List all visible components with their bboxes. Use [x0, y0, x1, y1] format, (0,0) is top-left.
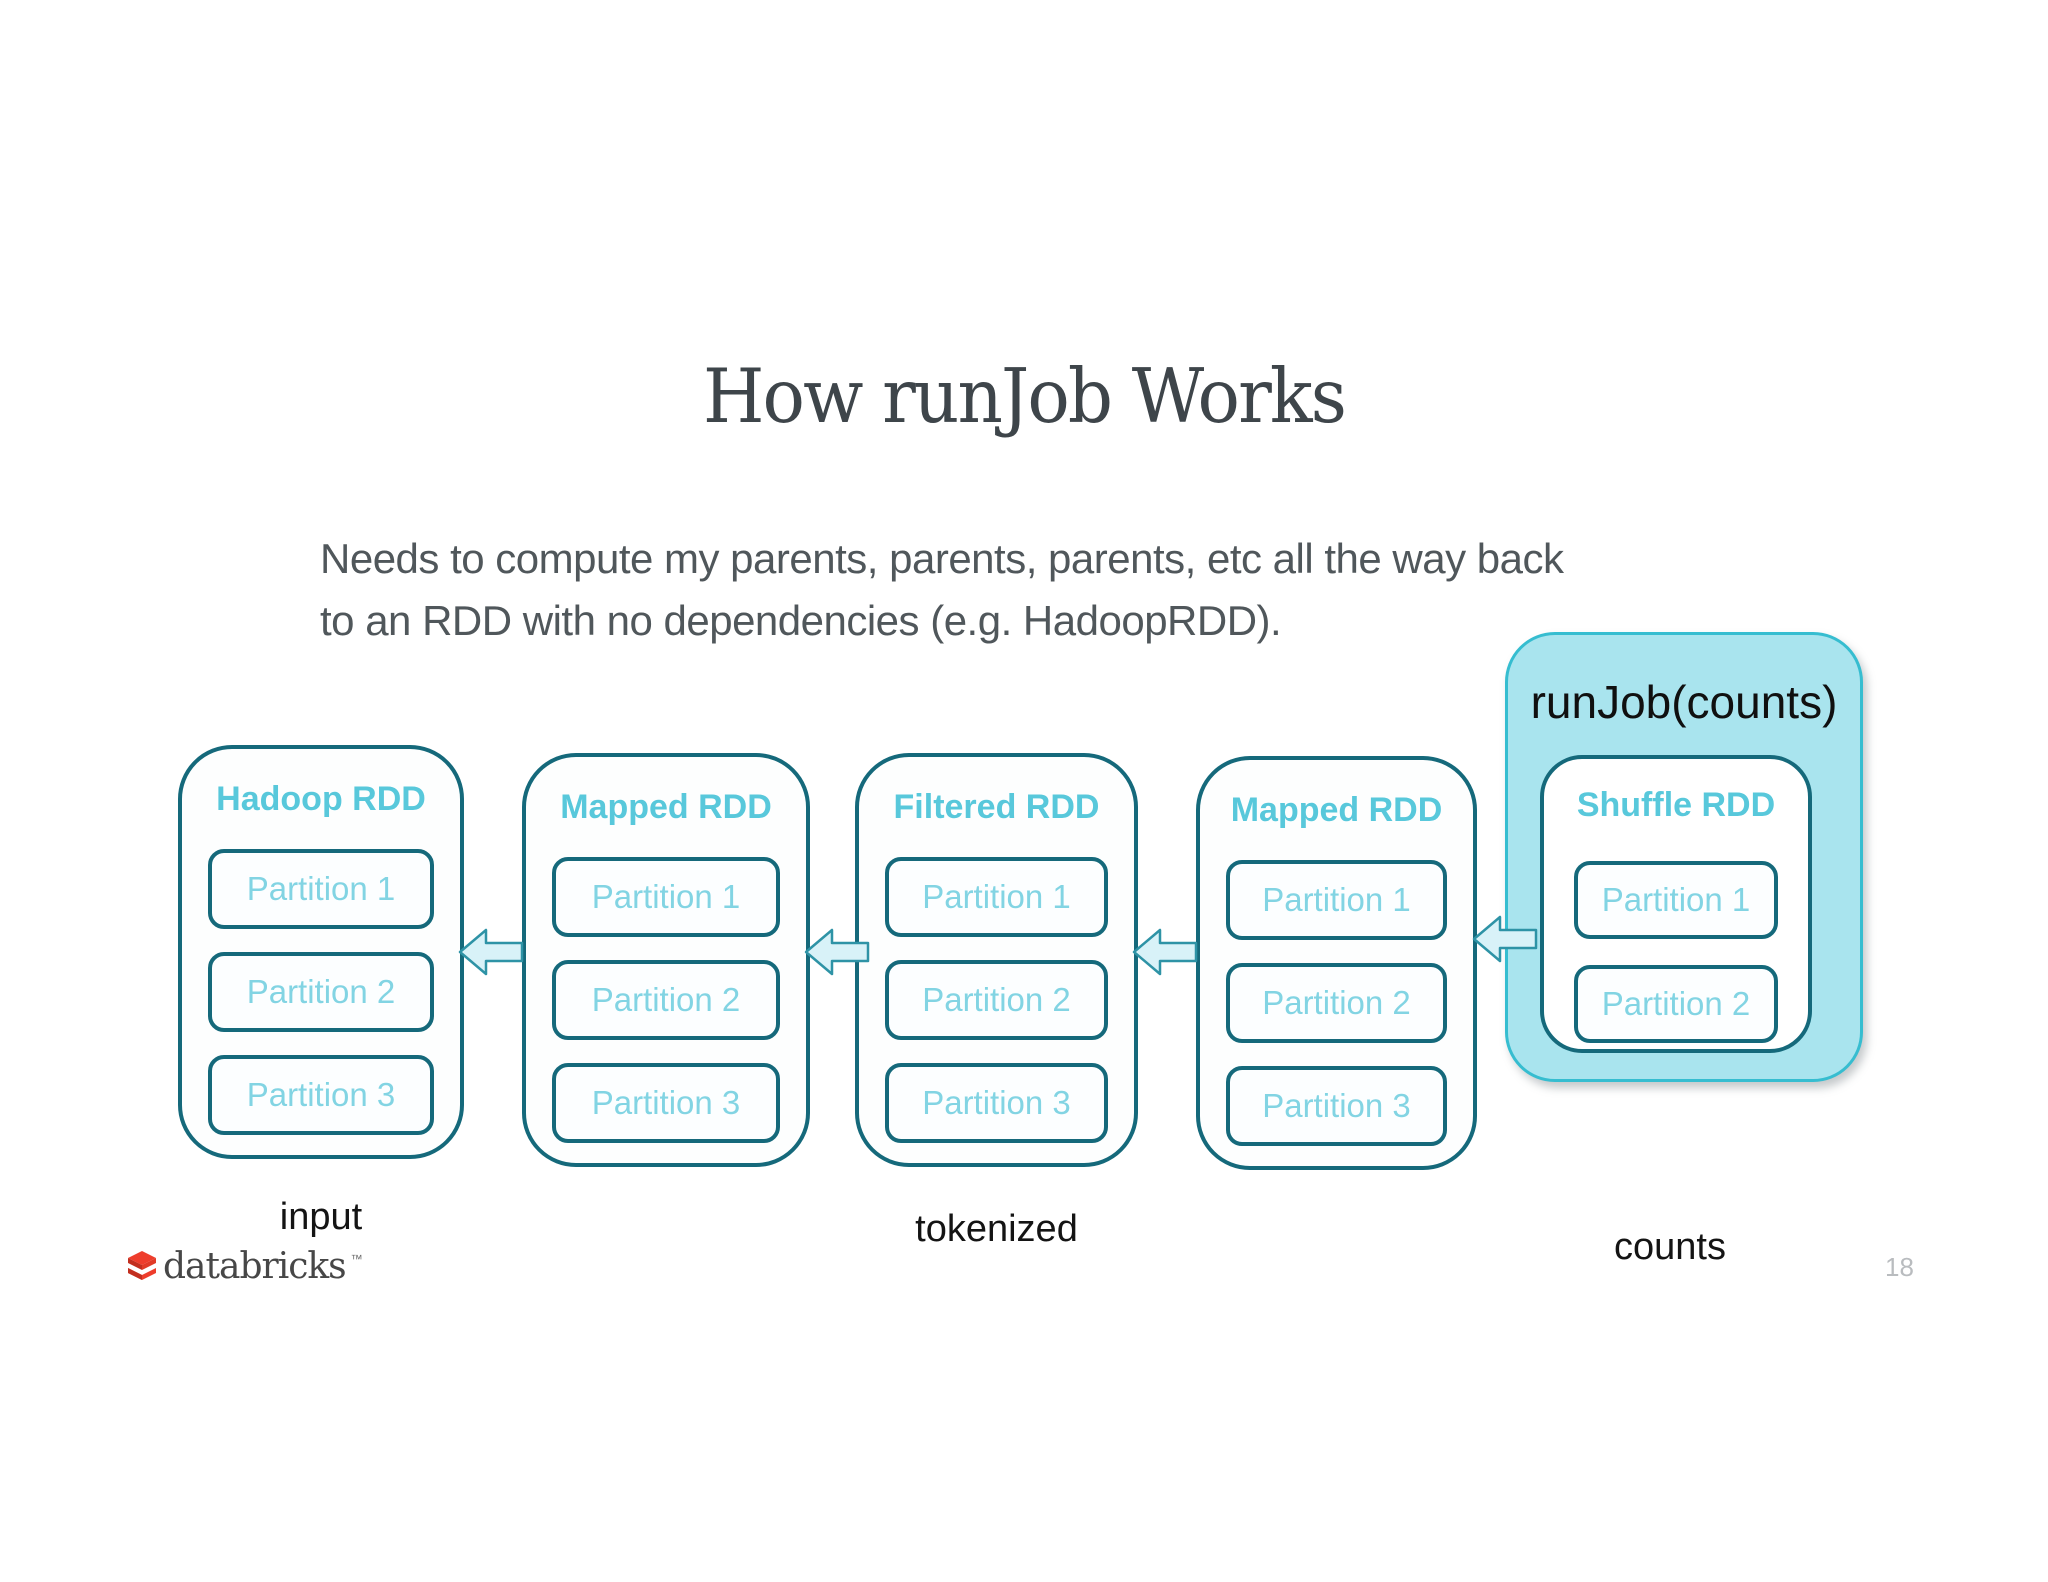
partition: Partition 1	[208, 849, 434, 929]
partition: Partition 1	[885, 857, 1108, 937]
partition: Partition 2	[208, 952, 434, 1032]
flow-arrow-left-icon	[1472, 915, 1538, 963]
partition: Partition 2	[1574, 965, 1778, 1043]
trademark-symbol: ™	[350, 1252, 363, 1266]
partition: Partition 2	[552, 960, 780, 1040]
flow-label-tokenized: tokenized	[915, 1208, 1078, 1250]
rdd-box-filtered: Filtered RDD Partition 1 Partition 2 Par…	[855, 753, 1138, 1167]
flow-label-counts: counts	[1614, 1226, 1726, 1268]
partition: Partition 3	[885, 1063, 1108, 1143]
body-text-line1: Needs to compute my parents, parents, pa…	[320, 535, 1564, 582]
partition-list: Partition 1 Partition 2 Partition 3	[182, 819, 460, 1135]
partition: Partition 1	[1226, 860, 1447, 940]
partition: Partition 3	[552, 1063, 780, 1143]
partition: Partition 3	[208, 1055, 434, 1135]
rdd-title: Filtered RDD	[893, 788, 1100, 826]
databricks-logo: databricks ™	[126, 1246, 363, 1287]
rdd-box-hadoop: Hadoop RDD Partition 1 Partition 2 Parti…	[178, 745, 464, 1159]
rdd-box-mapped-2: Mapped RDD Partition 1 Partition 2 Parti…	[1196, 756, 1477, 1170]
rdd-title: Shuffle RDD	[1576, 786, 1776, 824]
partition-list: Partition 1 Partition 2 Partition 3	[1200, 830, 1473, 1146]
rdd-box-mapped-1: Mapped RDD Partition 1 Partition 2 Parti…	[522, 753, 810, 1167]
partition: Partition 1	[552, 857, 780, 937]
body-text-line2: to an RDD with no dependencies (e.g. Had…	[320, 597, 1282, 644]
rdd-title: Hadoop RDD	[216, 780, 426, 818]
rdd-title: Mapped RDD	[1230, 791, 1443, 829]
page-number: 18	[1885, 1252, 1914, 1282]
partition-list: Partition 1 Partition 2 Partition 3	[526, 827, 806, 1143]
partition: Partition 3	[1226, 1066, 1447, 1146]
flow-arrow-left-icon	[804, 928, 870, 976]
partition: Partition 1	[1574, 861, 1778, 939]
rdd-box-shuffle: Shuffle RDD Partition 1 Partition 2	[1540, 755, 1812, 1053]
databricks-logo-text: databricks	[163, 1246, 347, 1287]
runjob-highlight-box: runJob(counts) Shuffle RDD Partition 1 P…	[1505, 632, 1863, 1082]
partition: Partition 2	[1226, 963, 1447, 1043]
rdd-title: Mapped RDD	[560, 788, 772, 826]
partition-list: Partition 1 Partition 2 Partition 3	[859, 827, 1134, 1143]
flow-label-input: input	[279, 1196, 363, 1238]
body-text: Needs to compute my parents, parents, pa…	[320, 528, 1564, 652]
page-title: How runJob Works	[702, 352, 1347, 440]
runjob-label: runJob(counts)	[1530, 676, 1838, 728]
partition-list: Partition 1 Partition 2	[1544, 825, 1808, 1043]
databricks-logo-icon	[128, 1250, 156, 1280]
flow-arrow-left-icon	[1132, 928, 1198, 976]
flow-arrow-left-icon	[458, 928, 524, 976]
partition: Partition 2	[885, 960, 1108, 1040]
